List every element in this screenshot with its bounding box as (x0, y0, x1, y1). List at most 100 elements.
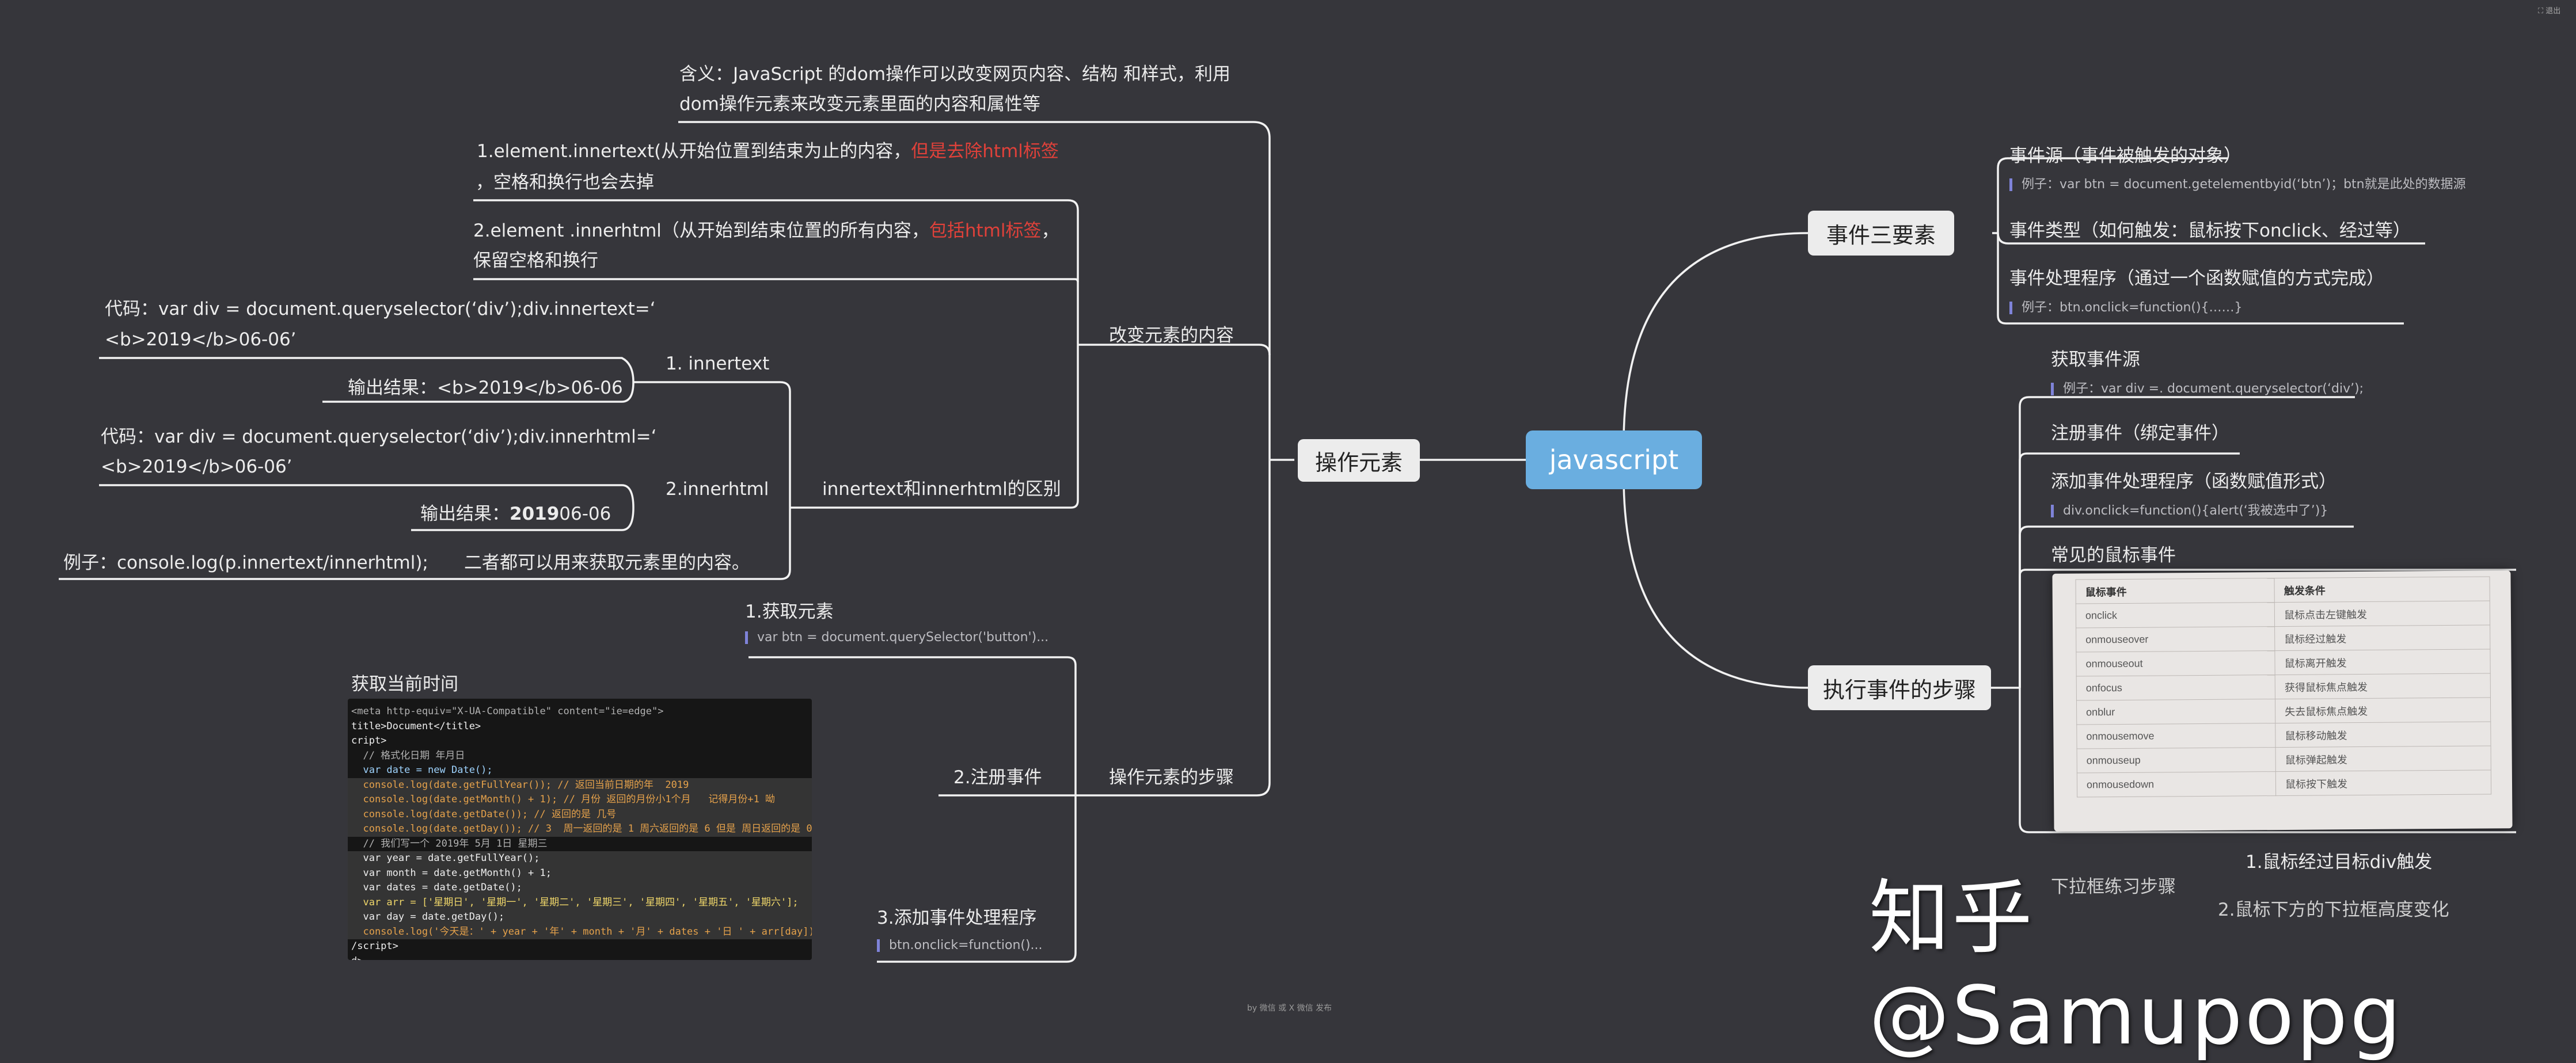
code-line: var arr = ['星期日', '星期一', '星期二', '星期三', '… (348, 895, 812, 910)
code-line: var day = date.getDay(); (348, 910, 812, 925)
table-cell: 鼠标弹起触发 (2275, 745, 2491, 772)
add-handler-label[interactable]: 添加事件处理程序（函数赋值形式） (2051, 471, 2336, 492)
innertext-description-line1: 1.element.innertext(从开始位置到结束为止的内容，但是去除ht… (477, 143, 1059, 161)
practice-sub1[interactable]: 1.鼠标经过目标div触发 (2246, 852, 2433, 873)
diff-both-note: 二者都可以用来获取元素里的内容。 (464, 553, 750, 573)
connector-lines (59, 121, 2516, 963)
table-row: 鼠标事件 触发条件 (2076, 576, 2490, 604)
get-event-source-label[interactable]: 获取事件源 (2051, 349, 2140, 370)
table-cell: 鼠标按下触发 (2275, 769, 2491, 796)
innerhtml-result-suffix: 06-06 (559, 504, 611, 524)
step-add-handler-note: btn.onclick=function()... (877, 939, 1043, 952)
code-line: console.log(date.getFullYear()); // 返回当前… (348, 778, 812, 793)
diff-example: 例子：console.log(p.innertext/innerhtml); (63, 553, 428, 573)
innerhtml-result: 输出结果：201906-06 (420, 505, 611, 523)
event-type-label[interactable]: 事件类型（如何触发：鼠标按下onclick、经过等） (2009, 220, 2411, 241)
code-line: cript> (351, 735, 387, 746)
dom-meaning-line2: dom操作元素来改变元素里面的内容和属性等 (679, 94, 1040, 115)
table-cell: onclick (2076, 602, 2275, 628)
innerhtml-desc-red: 包括html标签 (929, 220, 1042, 241)
exit-fullscreen-icon[interactable]: ⛶ 退出 (2538, 7, 2561, 16)
step-get-element[interactable]: 1.获取元素 (745, 601, 834, 622)
footer-credit: by 微信 或 X 微信 发布 (1247, 1004, 1332, 1013)
innertext-desc-red: 但是去除html标签 (911, 141, 1059, 162)
innertext-description-line2: ，空格和换行也会去掉 (476, 172, 654, 193)
node-dom-operations[interactable]: 操作元素 (1298, 439, 1420, 482)
table-cell: onfocus (2076, 675, 2275, 700)
code-line: console.log('今天是：' + year + '年' + month … (348, 924, 812, 939)
code-line: /script> (351, 940, 398, 952)
dom-meaning-line1: 含义：JavaScript 的dom操作可以改变网页内容、结构 和样式，利用 (679, 64, 1230, 85)
step-add-handler[interactable]: 3.添加事件处理程序 (877, 908, 1037, 928)
code-line: console.log(date.getMonth() + 1); // 月份 … (348, 793, 812, 807)
table-cell: onmouseup (2077, 747, 2276, 773)
code-line: // 格式化日期 年月日 (351, 749, 465, 761)
current-time-code-screenshot: <meta http-equiv="X-UA-Compatible" conte… (348, 699, 812, 960)
table-cell: onmousedown (2077, 771, 2276, 797)
code-line: title>Document</title> (351, 720, 481, 732)
node-innertext[interactable]: 1. innertext (666, 353, 770, 374)
step-get-element-note: var btn = document.querySelector('button… (745, 631, 1048, 644)
code-line: // 我们写一个 2019年 5月 1日 星期三 (351, 837, 548, 849)
code-line: var dates = date.getDate(); (348, 881, 812, 896)
table-cell: 获得鼠标焦点触发 (2275, 673, 2491, 699)
innerhtml-result-prefix: 输出结果： (420, 504, 510, 524)
innertext-code-line2: <b>2019</b>06-06’ (105, 329, 297, 350)
innerhtml-description-line2: 保留空格和换行 (473, 250, 598, 271)
node-innerhtml[interactable]: 2.innerhtml (666, 479, 769, 500)
code-line: var month = date.getMonth() + 1; (348, 866, 812, 881)
practice-steps-label[interactable]: 下拉框练习步骤 (2051, 877, 2176, 897)
table-cell: 鼠标离开触发 (2274, 649, 2491, 675)
innerhtml-description-line1: 2.element .innerhtml（从开始到结束位置的所有内容，包括htm… (473, 222, 1059, 240)
node-event-three-elements[interactable]: 事件三要素 (1808, 211, 1954, 256)
event-source-note: 例子：var btn = document.getelementbyid(‘bt… (2009, 178, 2466, 191)
zhihu-watermark: 知乎 @Samupopg (1869, 871, 2404, 1063)
table-cell: onmousemove (2076, 723, 2276, 749)
innerhtml-code-line1: 代码：var div = document.queryselector(‘div… (101, 426, 657, 447)
mouse-events-label[interactable]: 常见的鼠标事件 (2051, 545, 2176, 566)
table-header-cell: 鼠标事件 (2076, 578, 2275, 604)
event-source-label[interactable]: 事件源（事件被触发的对象） (2009, 146, 2241, 166)
node-change-content[interactable]: 改变元素的内容 (1109, 325, 1234, 346)
add-handler-note: div.onclick=function(){alert(‘我被选中了’)} (2051, 505, 2328, 517)
code-line: var date = new Date(); (351, 764, 493, 776)
root-node-javascript[interactable]: javascript (1526, 430, 1702, 489)
table-cell: onblur (2076, 699, 2275, 725)
event-handler-label[interactable]: 事件处理程序（通过一个函数赋值的方式完成） (2009, 268, 2384, 289)
table-cell: onmouseover (2076, 626, 2275, 652)
register-event-label[interactable]: 注册事件（绑定事件） (2051, 423, 2229, 444)
code-line: console.log(date.getDay()); // 3 周一返回的是 … (348, 822, 812, 837)
node-event-steps[interactable]: 执行事件的步骤 (1808, 665, 1991, 710)
innerhtml-code-line2: <b>2019</b>06-06’ (101, 456, 292, 477)
node-innertext-innerhtml-diff[interactable]: innertext和innerhtml的区别 (822, 479, 1061, 500)
code-line: console.log(date.getDate()); // 返回的是 几号 (348, 807, 812, 822)
code-line: d> (348, 954, 812, 961)
table-cell: 失去鼠标焦点触发 (2275, 697, 2491, 723)
table-header-cell: 触发条件 (2274, 576, 2490, 603)
innertext-code-line1: 代码：var div = document.queryselector(‘div… (105, 299, 656, 319)
innertext-desc-text: 1.element.innertext(从开始位置到结束为止的内容， (477, 141, 911, 162)
event-handler-note: 例子：btn.onclick=function(){……} (2009, 302, 2243, 314)
practice-sub2[interactable]: 2.鼠标下方的下拉框高度变化 (2218, 900, 2449, 920)
get-current-time-label[interactable]: 获取当前时间 (351, 674, 458, 695)
code-line: var year = date.getFullYear(); (348, 851, 812, 866)
step-register-event[interactable]: 2.注册事件 (953, 767, 1042, 788)
code-line: <meta http-equiv="X-UA-Compatible" conte… (351, 706, 664, 717)
table-cell: 鼠标点击左键触发 (2274, 600, 2490, 627)
node-operation-steps[interactable]: 操作元素的步骤 (1109, 767, 1234, 788)
get-event-source-note: 例子：var div =. document.queryselector(‘di… (2051, 383, 2364, 395)
innerhtml-desc-text: 2.element .innerhtml（从开始到结束位置的所有内容， (473, 220, 929, 241)
innerhtml-result-bold: 2019 (510, 504, 560, 524)
table-cell: 鼠标移动触发 (2275, 721, 2491, 748)
table-cell: 鼠标经过触发 (2274, 624, 2490, 651)
table-cell: onmouseout (2076, 650, 2275, 676)
